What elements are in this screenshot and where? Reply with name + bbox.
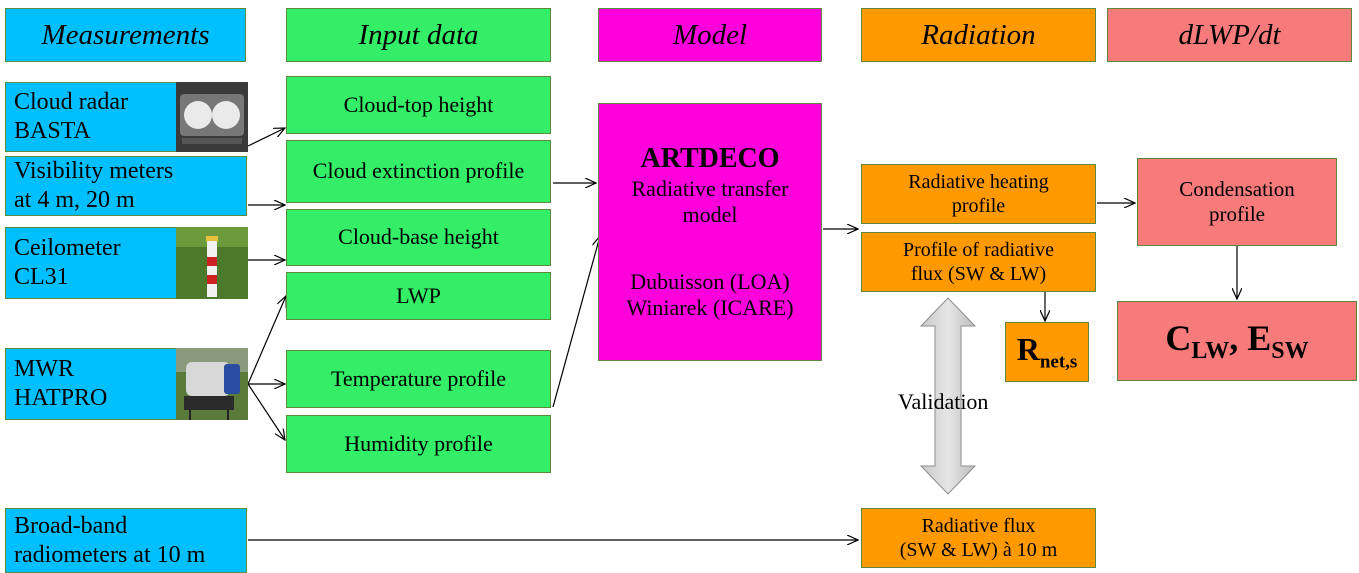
artdeco-model-box: ARTDECO Radiative transfer model Dubuiss… xyxy=(598,103,822,361)
arrow-temperature-to-model xyxy=(552,236,600,408)
arrow-mwr-to-lwp xyxy=(247,296,286,385)
header-dlwp-dt: dLWP/dt xyxy=(1107,8,1352,62)
cloud-top-height-box: Cloud-top height xyxy=(286,76,551,134)
lwp-box: LWP xyxy=(286,272,551,320)
validation-double-arrow-icon xyxy=(919,297,977,495)
mwr-photo xyxy=(176,348,248,420)
model-name: ARTDECO xyxy=(640,143,780,175)
rnet-box: Rnet,s xyxy=(1005,322,1089,382)
header-input-data: Input data xyxy=(286,8,551,62)
arrow-radar-to-cloudtop xyxy=(247,128,285,147)
arrow-mwr-to-humidity xyxy=(247,383,285,440)
visibility-meters-box: Visibility meters at 4 m, 20 m xyxy=(5,156,247,216)
ceilometer-photo xyxy=(176,227,248,299)
radiative-flux-10m-box: Radiative flux (SW & LW) à 10 m xyxy=(861,508,1096,568)
radiative-flux-profile-box: Profile of radiative flux (SW & LW) xyxy=(861,232,1096,292)
broadband-radiometers-box: Broad-band radiometers at 10 m xyxy=(5,508,247,573)
cloud-extinction-profile-box: Cloud extinction profile xyxy=(286,140,551,203)
header-radiation: Radiation xyxy=(861,8,1096,62)
radiative-heating-profile-box: Radiative heating profile xyxy=(861,164,1096,224)
humidity-profile-box: Humidity profile xyxy=(286,415,551,473)
radar-photo xyxy=(176,82,248,152)
header-model: Model xyxy=(598,8,822,62)
validation-label: Validation xyxy=(898,389,989,414)
condensation-profile-box: Condensation profile xyxy=(1137,158,1337,246)
clw-esw-result-box: CLW, ESW xyxy=(1117,301,1357,381)
temperature-profile-box: Temperature profile xyxy=(286,350,551,408)
cloud-base-height-box: Cloud-base height xyxy=(286,209,551,266)
header-measurements: Measurements xyxy=(5,8,246,62)
